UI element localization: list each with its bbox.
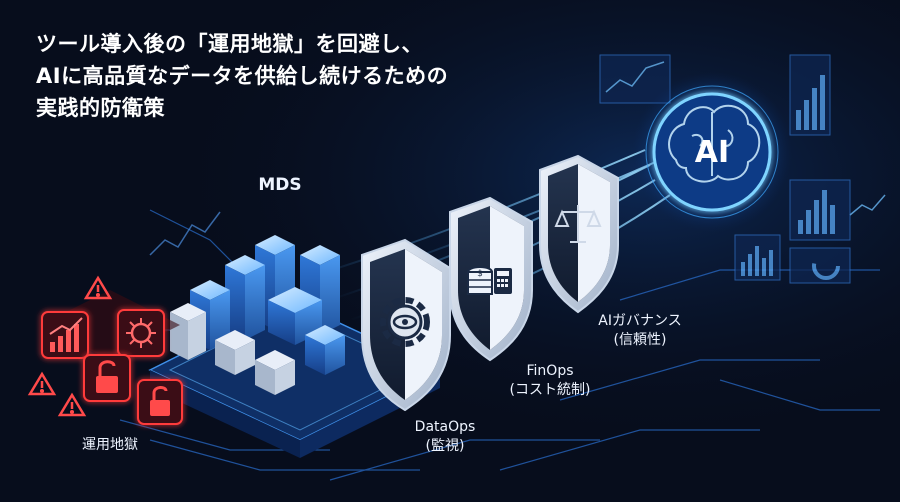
chart-up-icon — [41, 311, 89, 359]
dataops-label: DataOps (監視) — [395, 418, 495, 456]
headline-line-2: AIに高品質なデータを供給し続けるための — [36, 64, 449, 88]
shield-dataops — [361, 238, 451, 412]
warning-icon-3 — [57, 392, 87, 417]
finops-label: FinOps (コスト統制) — [490, 362, 610, 400]
aigov-title: AIガバナンス — [598, 313, 682, 329]
aigov-label: AIガバナンス (信頼性) — [580, 312, 700, 350]
bg-chart-right-bottom — [734, 179, 886, 284]
headline-line-1: ツール導入後の「運用地獄」を回避し、 — [36, 32, 423, 56]
bg-chart-right-top — [599, 54, 831, 136]
headline: ツール導入後の「運用地獄」を回避し、 AIに高品質なデータを供給し続けるための … — [36, 28, 596, 124]
coins-calculator-icon: $ — [467, 266, 512, 295]
finops-title: FinOps — [526, 363, 574, 379]
scales-icon — [554, 205, 602, 243]
ai-brain-node: AI — [632, 72, 792, 232]
finops-subtitle: (コスト統制) — [509, 382, 591, 398]
hell-cluster — [27, 275, 183, 425]
unlock-icon-2 — [137, 379, 183, 425]
hell-label: 運用地獄 — [82, 437, 138, 453]
shield-finops: $ — [449, 196, 533, 362]
dataops-title: DataOps — [414, 419, 476, 435]
mds-label: MDS — [258, 175, 302, 195]
aigov-subtitle: (信頼性) — [613, 332, 667, 348]
headline-line-3: 実践的防衛策 — [36, 96, 165, 120]
unlock-icon — [83, 354, 131, 402]
ai-label: AI — [695, 135, 729, 170]
dataops-subtitle: (監視) — [425, 438, 465, 454]
bg-chart-left — [149, 211, 221, 256]
brain-icon — [668, 104, 761, 183]
svg-text:$: $ — [477, 269, 483, 279]
warning-icon-2 — [27, 371, 57, 396]
gear-eye-icon — [380, 297, 430, 347]
virus-icon — [117, 309, 165, 357]
shield-aigov — [539, 154, 619, 314]
warning-icon — [83, 275, 113, 300]
